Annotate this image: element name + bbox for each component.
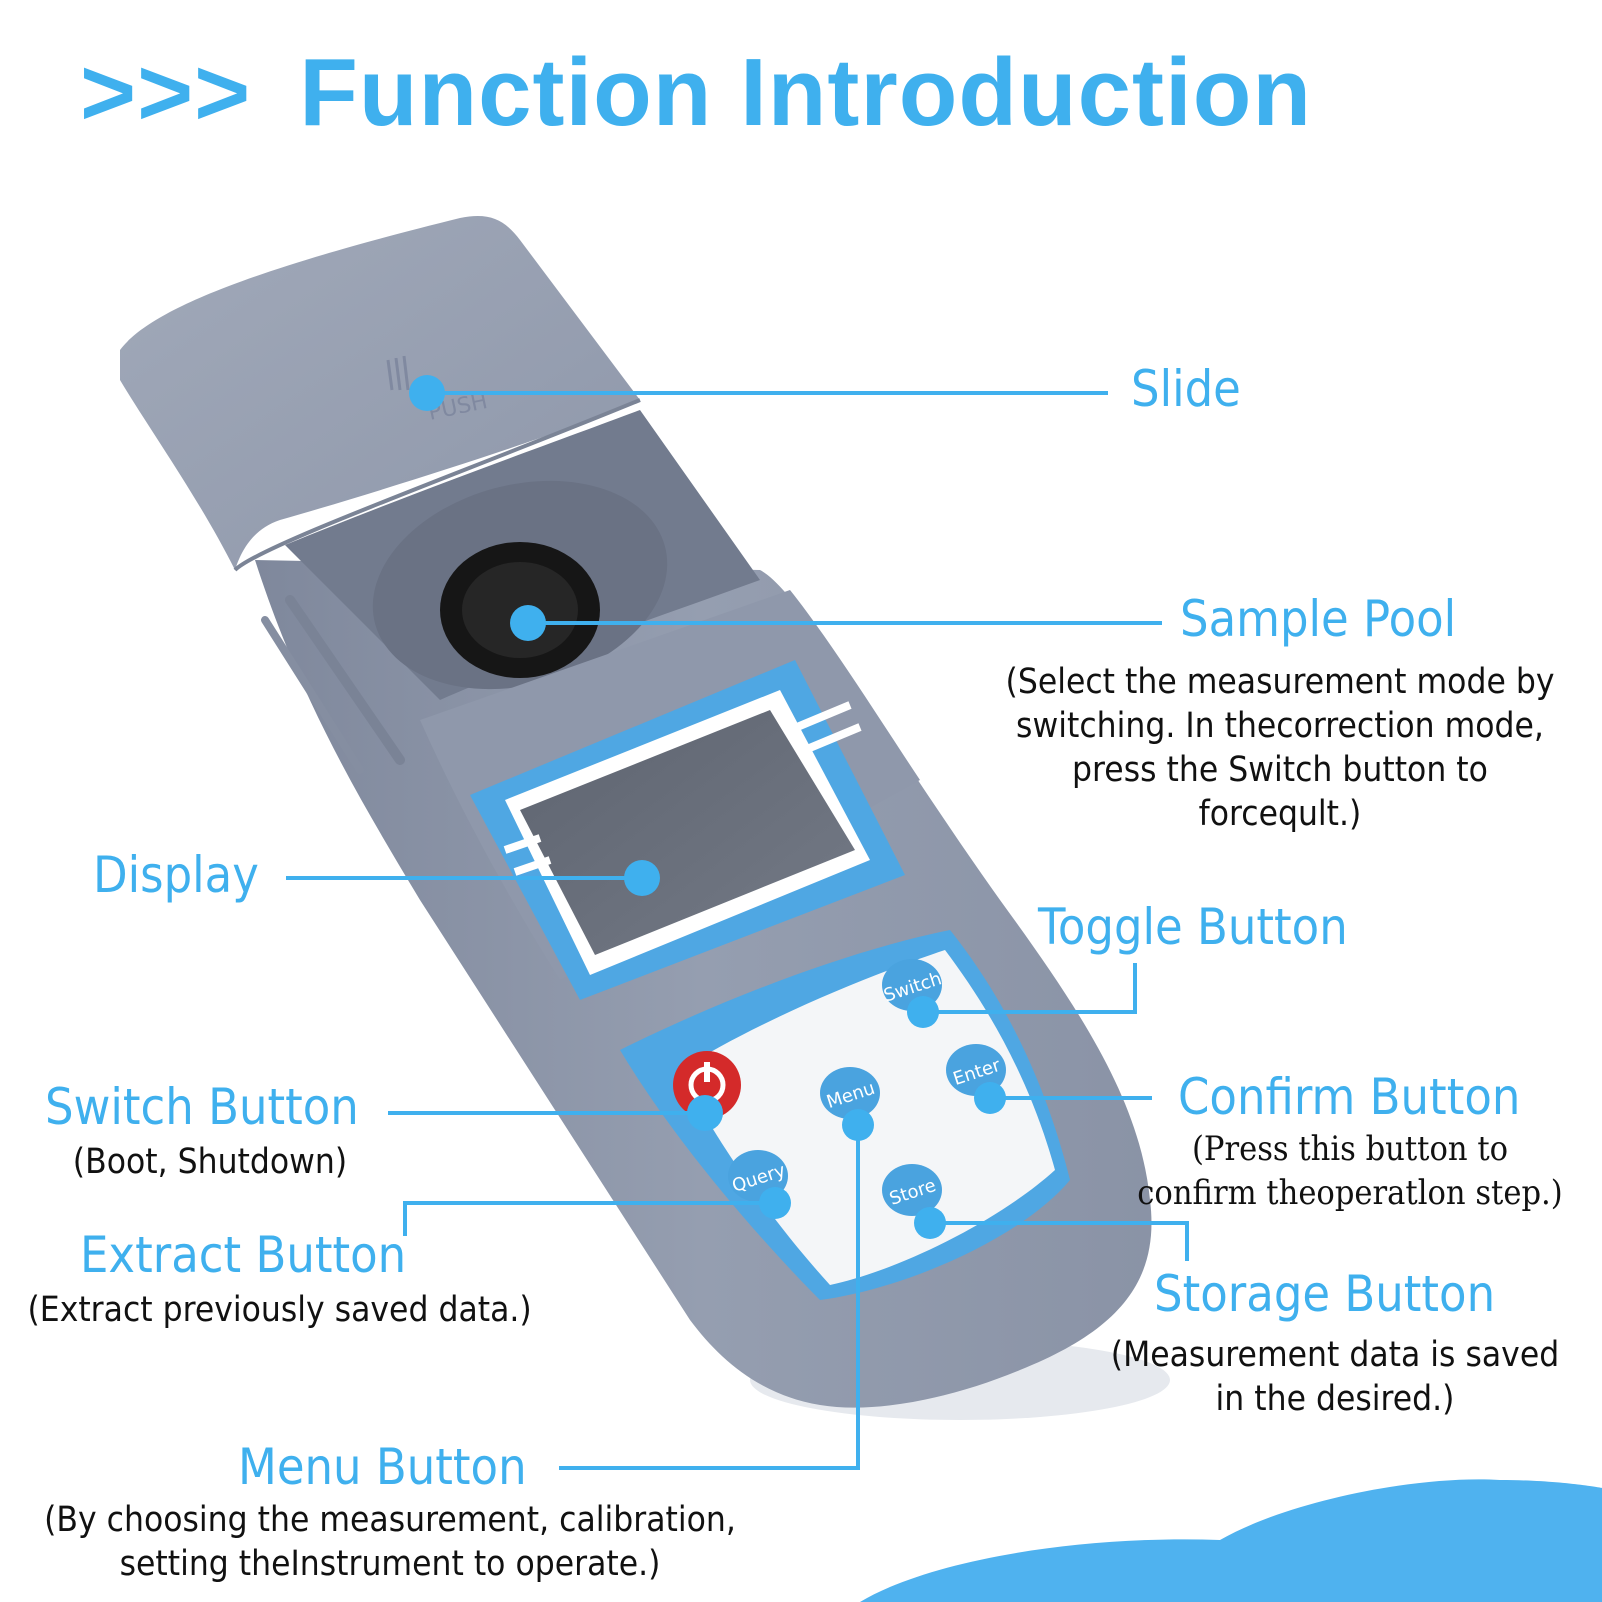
switch-button-desc: (Boot, Shutdown) (72, 1142, 348, 1182)
page-title: >>> Function Introduction (80, 38, 1312, 148)
storage-desc-line: (Measurement data is saved (1110, 1335, 1560, 1375)
extract-callout (403, 1201, 770, 1236)
label-switch-button: Switch Button (45, 1078, 359, 1136)
title-arrows: >>> (80, 39, 252, 146)
toggle-callout (923, 963, 1137, 1014)
extract-dot (759, 1187, 791, 1219)
sample-pool-desc-line: forceqult.) (1198, 794, 1362, 834)
label-sample-pool: Sample Pool (1180, 590, 1457, 648)
display-screen (520, 710, 855, 955)
menu-desc-line: (By choosing the measurement, calibratio… (44, 1500, 736, 1540)
side-grip (285, 595, 405, 765)
label-slide: Slide (1131, 360, 1241, 418)
menu-callout (559, 1125, 860, 1470)
confirm-desc-line: (Press this button to (1191, 1129, 1509, 1169)
title-text: Function Introduction (299, 39, 1312, 146)
confirm-desc-line: confirm theoperatlon step.) (1137, 1173, 1563, 1213)
storage-callout (930, 1221, 1189, 1261)
store-key (882, 1164, 942, 1216)
menu-dot (842, 1109, 874, 1141)
label-toggle-button: Toggle Button (1038, 898, 1348, 956)
slide-dot (409, 375, 445, 411)
display-stripe (798, 723, 862, 756)
storage-dot (914, 1207, 946, 1239)
extract-button-desc: (Extract previously saved data.) (27, 1290, 532, 1330)
slide-lid (120, 216, 640, 571)
menu-key (820, 1067, 880, 1119)
label-extract-button: Extract Button (80, 1226, 407, 1284)
confirm-dot (974, 1082, 1006, 1114)
decorative-blob (860, 1479, 1602, 1602)
display-stripe (503, 834, 542, 854)
label-confirm-button: Confirm Button (1178, 1068, 1521, 1126)
display-stripe (513, 856, 552, 876)
switch-dot (687, 1095, 723, 1131)
menu-desc-line: setting theInstrument to operate.) (119, 1544, 661, 1584)
lid-grip-marks (386, 355, 410, 391)
storage-button-desc: (Measurement data is saved in the desire… (1110, 1333, 1560, 1421)
side-grip (261, 616, 364, 774)
callout-dots (409, 375, 1006, 1239)
label-storage-button: Storage Button (1154, 1265, 1496, 1323)
label-menu-button: Menu Button (238, 1438, 527, 1496)
callout-lines (286, 391, 1189, 1470)
sample-pool-desc-line: (Select the measurement mode by (1005, 662, 1555, 702)
storage-desc-line: in the desired.) (1215, 1379, 1455, 1419)
display-dot (624, 860, 660, 896)
sample-pool-dot (510, 605, 546, 641)
sample-pool-desc: (Select the measurement mode by switchin… (965, 660, 1595, 836)
lid-edge (233, 398, 641, 572)
label-display: Display (93, 846, 259, 904)
menu-button-desc: (By choosing the measurement, calibratio… (39, 1498, 741, 1586)
display-stripe (788, 701, 852, 734)
sample-pool-desc-line: switching. In thecorrection mode, (1016, 706, 1544, 746)
toggle-dot (907, 996, 939, 1028)
sample-pool-desc-line: press the Switch button to (1072, 750, 1488, 790)
confirm-button-desc: (Press this button to confirm theoperatl… (1116, 1127, 1584, 1215)
